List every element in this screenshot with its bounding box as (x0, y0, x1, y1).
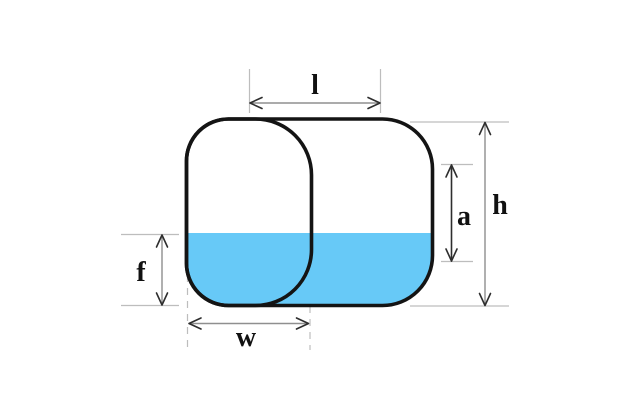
w-right-arrowhead (295, 317, 310, 330)
w-left-arrowhead (188, 317, 202, 330)
f-dimension-label: f (136, 257, 146, 288)
tank-end-cross-section-outline (184, 117, 314, 308)
dimension-arrowheads (155, 96, 492, 330)
f-bottom-arrowhead (155, 292, 169, 306)
a-top-arrowhead (445, 164, 458, 178)
f-top-arrowhead (155, 234, 169, 248)
a-bottom-arrowhead (445, 248, 458, 262)
l-left-arrowhead (249, 96, 263, 110)
l-dimension-label: l (311, 70, 319, 101)
w-dimension-label: w (236, 322, 257, 353)
h-bottom-arrowhead (478, 292, 492, 307)
h-top-arrowhead (478, 121, 492, 136)
l-right-arrowhead (367, 96, 381, 110)
dimension-shafts (161, 102, 486, 325)
a-dimension-label: a (457, 201, 471, 232)
h-dimension-label: h (492, 190, 508, 221)
